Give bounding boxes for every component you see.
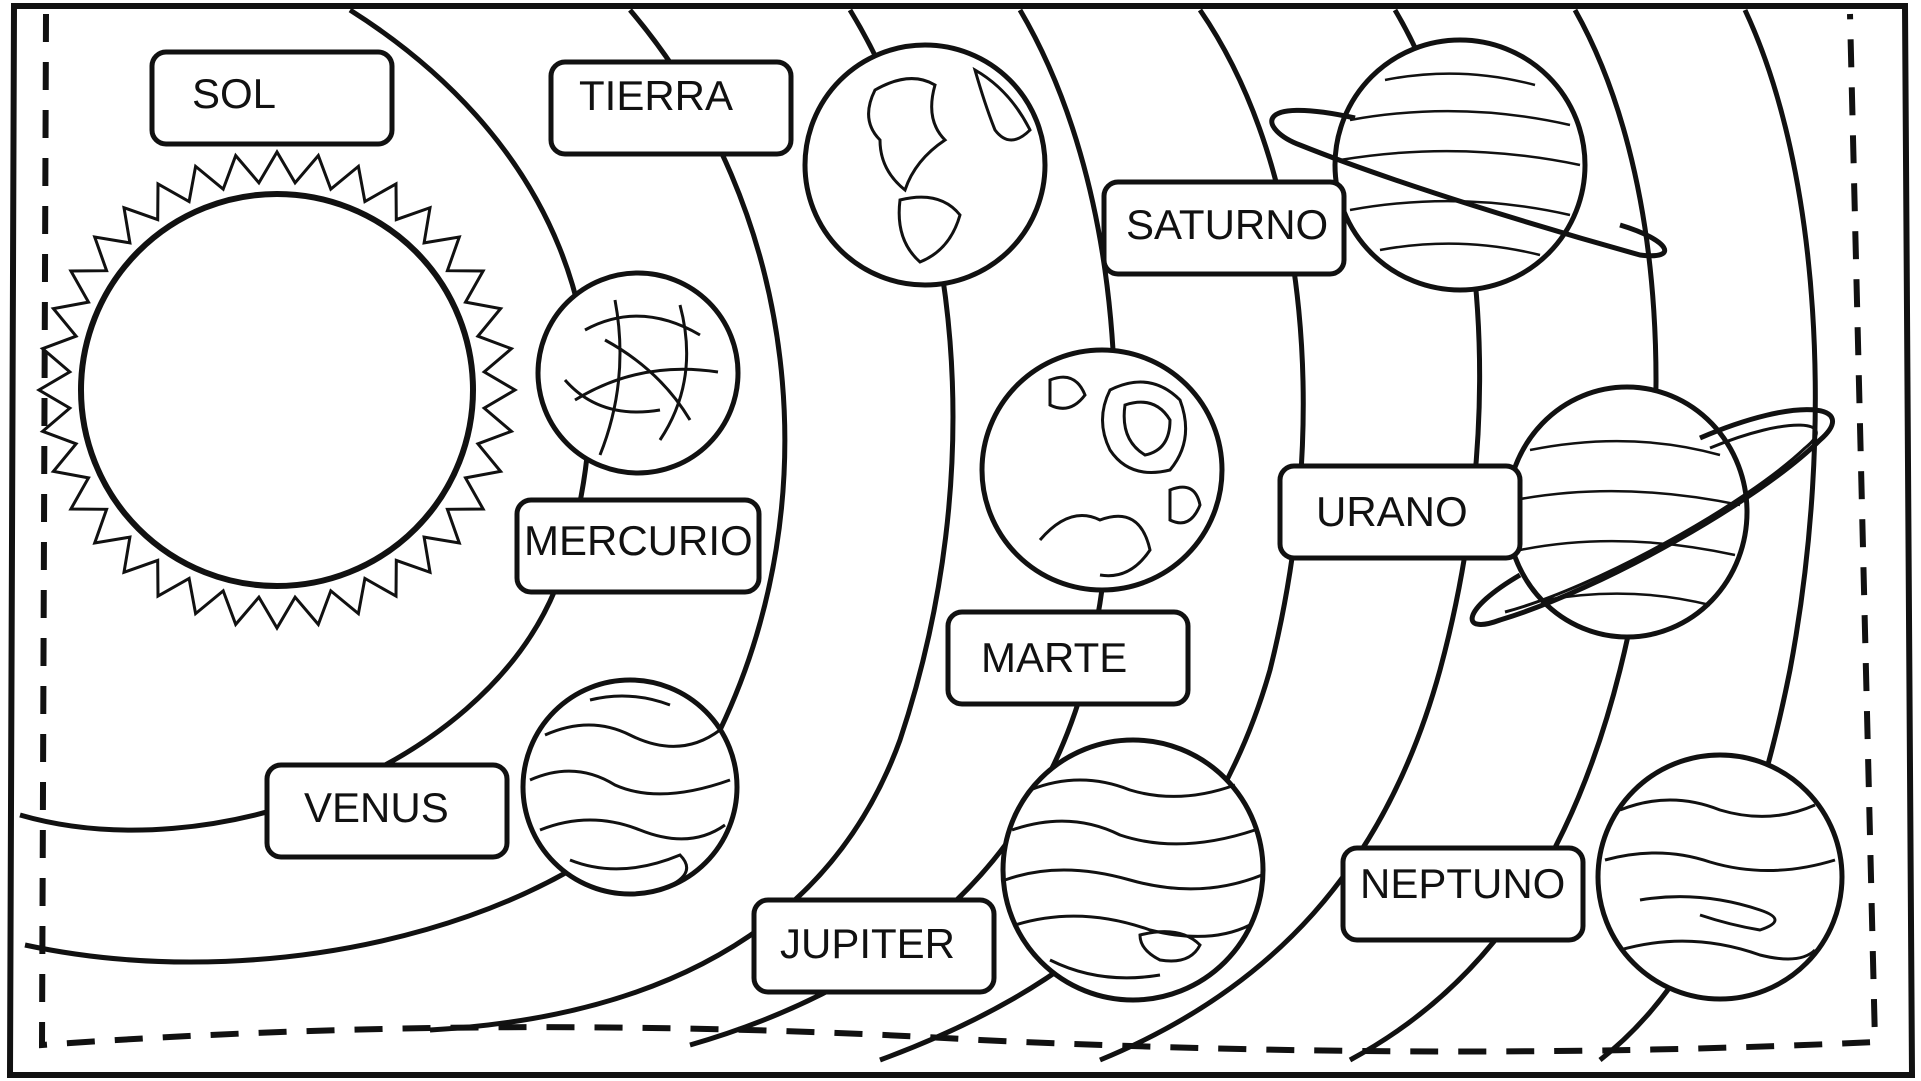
label-saturno-text: SATURNO <box>1126 201 1328 248</box>
saturn-ring <box>1269 107 1667 259</box>
sun-disc <box>78 191 476 589</box>
planet-jupiter <box>1000 737 1266 1003</box>
planet-neptune <box>1595 752 1845 1002</box>
label-tierra: TIERRA <box>548 59 794 157</box>
label-jupiter-text: JUPITER <box>780 920 955 967</box>
label-marte-text: MARTE <box>981 634 1127 681</box>
label-neptuno-text: NEPTUNO <box>1360 860 1565 907</box>
label-venus-text: VENUS <box>304 784 449 831</box>
label-tierra-text: TIERRA <box>579 72 733 119</box>
orbit-uranus <box>1348 8 1659 1063</box>
planet-saturn <box>1269 37 1667 293</box>
label-mercurio: MERCURIO <box>514 497 762 595</box>
label-jupiter: JUPITER <box>751 897 997 995</box>
label-sol: SOL <box>149 49 395 147</box>
planet-earth <box>802 42 1048 288</box>
planet-mercury <box>535 270 741 476</box>
label-marte: MARTE <box>945 609 1191 707</box>
label-venus: VENUS <box>264 762 510 860</box>
uranus-ring <box>1469 407 1835 627</box>
label-neptuno: NEPTUNO <box>1340 845 1586 943</box>
label-saturno: SATURNO <box>1101 179 1347 277</box>
planet-uranus <box>1469 384 1835 640</box>
planet-mars <box>979 347 1225 593</box>
planet-venus <box>520 677 740 897</box>
label-sol-text: SOL <box>192 70 276 117</box>
sun <box>36 149 518 631</box>
label-urano-text: URANO <box>1316 488 1468 535</box>
paper-border <box>6 3 1916 1078</box>
label-mercurio-text: MERCURIO <box>524 517 753 564</box>
label-urano: URANO <box>1277 463 1523 561</box>
